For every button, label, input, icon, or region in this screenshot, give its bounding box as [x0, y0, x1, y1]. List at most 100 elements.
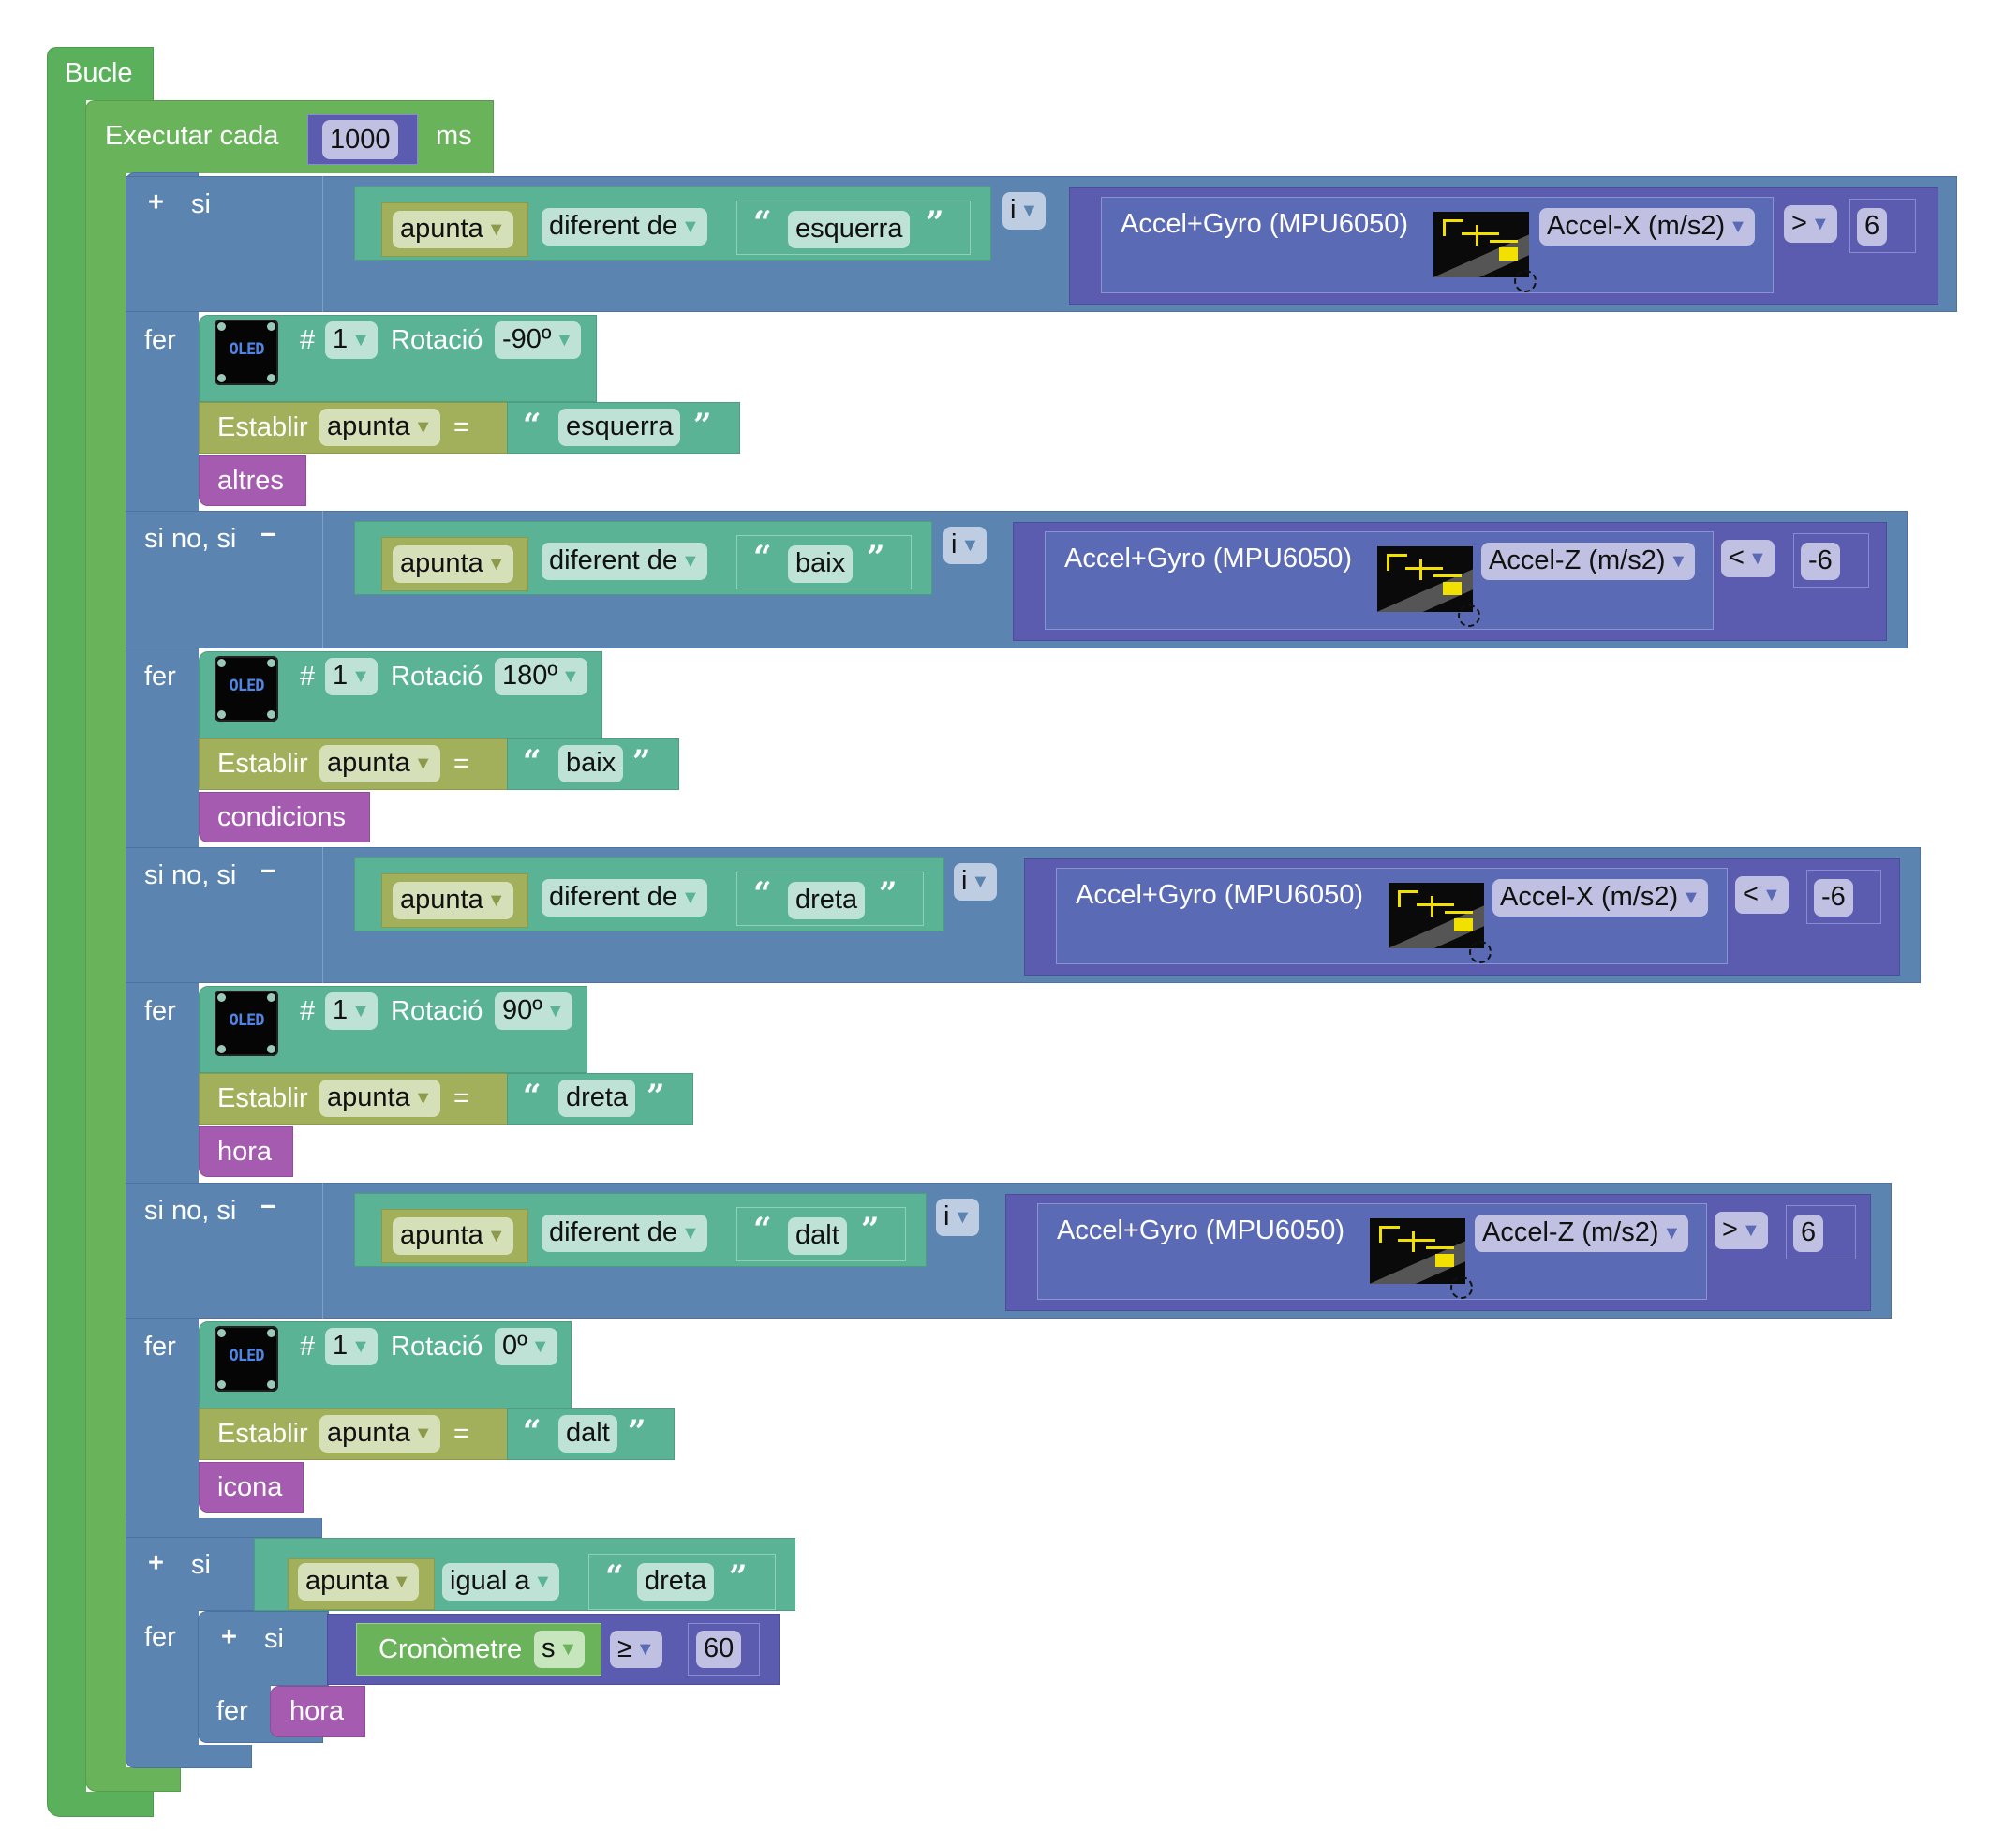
- plus-icon[interactable]: +: [148, 1548, 164, 1578]
- variable-dropdown[interactable]: apunta▼: [319, 745, 440, 782]
- operator-dropdown[interactable]: diferent de▼: [542, 879, 707, 917]
- dropdown-arrow-icon: ▼: [413, 1088, 433, 1109]
- procedure-call-hora[interactable]: hora: [199, 1126, 293, 1177]
- close-quote-icon: ”: [628, 1413, 646, 1451]
- number-input[interactable]: 6: [1857, 208, 1888, 246]
- axis-dropdown[interactable]: Accel-Z (m/s2)▼: [1481, 543, 1696, 580]
- rotate-icon: [1514, 270, 1537, 292]
- procedure-call-icona[interactable]: icona: [199, 1462, 304, 1513]
- variable-dropdown[interactable]: apunta▼: [393, 545, 513, 583]
- stopwatch-unit-dropdown[interactable]: s▼: [534, 1631, 586, 1668]
- display-number-dropdown[interactable]: 1▼: [325, 321, 378, 359]
- comparison-operator-dropdown-value: <: [1743, 879, 1759, 909]
- logic-operator-dropdown[interactable]: i▼: [954, 863, 998, 901]
- every-block[interactable]: [85, 100, 494, 173]
- rotation-dropdown[interactable]: 180º▼: [495, 658, 587, 695]
- axis-dropdown[interactable]: Accel-X (m/s2)▼: [1492, 879, 1708, 917]
- oled-display-icon: OLED: [215, 1326, 278, 1392]
- text-input[interactable]: esquerra: [788, 211, 911, 248]
- if-label: si: [191, 189, 211, 219]
- every-label: Executar cada: [105, 121, 279, 151]
- do-row: [126, 312, 199, 511]
- operator-dropdown[interactable]: diferent de▼: [542, 1215, 707, 1252]
- mpu6050-image-icon: [1389, 883, 1484, 948]
- text-input[interactable]: dalt: [788, 1217, 847, 1255]
- equals-label: =: [453, 749, 469, 779]
- oled-text: OLED: [229, 1347, 265, 1365]
- display-number-dropdown[interactable]: 1▼: [325, 992, 378, 1030]
- variable-dropdown[interactable]: apunta▼: [319, 1415, 440, 1453]
- text-input[interactable]: dreta: [558, 1080, 636, 1117]
- text-input[interactable]: baix: [788, 545, 854, 583]
- inner-if-block[interactable]: [198, 1611, 329, 1686]
- text-input[interactable]: dalt: [558, 1415, 617, 1453]
- display-number-dropdown[interactable]: 1▼: [325, 1328, 378, 1365]
- text-input[interactable]: esquerra: [558, 409, 681, 446]
- variable-dropdown[interactable]: apunta▼: [393, 1217, 513, 1255]
- comparison-operator-dropdown[interactable]: <▼: [1721, 540, 1775, 577]
- comparison-operator-dropdown-value: >: [1722, 1215, 1738, 1244]
- open-quote-icon: “: [523, 1413, 542, 1451]
- variable-dropdown[interactable]: apunta▼: [298, 1563, 419, 1601]
- dropdown-arrow-icon: ▼: [681, 551, 700, 572]
- operator-dropdown[interactable]: diferent de▼: [542, 208, 707, 246]
- number-input[interactable]: -6: [1814, 879, 1853, 917]
- dropdown-arrow-icon: ▼: [413, 753, 433, 774]
- rotation-dropdown-value: -90º: [502, 324, 552, 354]
- number-input[interactable]: 6: [1793, 1215, 1824, 1252]
- do-row: [126, 648, 199, 847]
- procedure-call-hora[interactable]: hora: [270, 1686, 365, 1737]
- comparison-operator-dropdown[interactable]: >▼: [1784, 205, 1837, 243]
- input-separator: [322, 511, 323, 648]
- sensor-label: Accel+Gyro (MPU6050): [1057, 1215, 1345, 1245]
- axis-dropdown[interactable]: Accel-Z (m/s2)▼: [1475, 1215, 1689, 1252]
- rotation-dropdown[interactable]: -90º▼: [495, 321, 582, 359]
- variable-dropdown[interactable]: apunta▼: [319, 1080, 440, 1117]
- if-block-cap: [126, 1518, 322, 1538]
- variable-dropdown[interactable]: apunta▼: [393, 882, 513, 919]
- logic-operator-dropdown[interactable]: i▼: [936, 1199, 980, 1236]
- plus-icon[interactable]: +: [221, 1622, 237, 1652]
- minus-icon[interactable]: −: [260, 857, 276, 887]
- logic-operator-dropdown[interactable]: i▼: [943, 527, 988, 564]
- mpu6050-image-icon: [1370, 1218, 1465, 1284]
- number-input[interactable]: -6: [1801, 543, 1840, 580]
- plus-icon[interactable]: +: [148, 187, 164, 217]
- rotation-dropdown[interactable]: 0º▼: [495, 1328, 557, 1365]
- loop-block[interactable]: [47, 47, 154, 100]
- dropdown-arrow-icon: ▼: [413, 417, 433, 438]
- variable-dropdown[interactable]: apunta▼: [393, 211, 513, 248]
- text-input[interactable]: baix: [558, 745, 624, 782]
- comparison-operator-dropdown[interactable]: <▼: [1735, 876, 1789, 914]
- if-block-2[interactable]: [126, 1537, 255, 1611]
- text-input[interactable]: dreta: [788, 882, 866, 919]
- variable-dropdown[interactable]: apunta▼: [319, 409, 440, 446]
- variable-dropdown-value: apunta: [327, 411, 410, 441]
- comparison-operator-dropdown[interactable]: >▼: [1715, 1212, 1768, 1249]
- display-number-dropdown[interactable]: 1▼: [325, 658, 378, 695]
- rotation-dropdown[interactable]: 90º▼: [495, 992, 572, 1030]
- operator-dropdown[interactable]: igual a▼: [442, 1563, 560, 1601]
- interval-input[interactable]: 1000: [322, 120, 398, 159]
- mpu6050-image-icon: [1377, 546, 1473, 612]
- minus-icon[interactable]: −: [260, 520, 276, 550]
- procedure-call-condicions[interactable]: condicions: [199, 792, 370, 842]
- axis-dropdown[interactable]: Accel-X (m/s2)▼: [1539, 208, 1755, 246]
- oled-text: OLED: [229, 677, 265, 695]
- logic-operator-dropdown[interactable]: i▼: [1002, 192, 1047, 230]
- minus-icon[interactable]: −: [260, 1192, 276, 1222]
- operator-dropdown[interactable]: diferent de▼: [542, 543, 707, 580]
- open-quote-icon: “: [605, 1558, 624, 1596]
- oled-display-icon: OLED: [215, 320, 278, 385]
- comparison-operator-dropdown[interactable]: ≥▼: [610, 1631, 662, 1668]
- operator-dropdown-value: diferent de: [549, 882, 678, 912]
- variable-dropdown-value: apunta: [400, 1220, 483, 1250]
- open-quote-icon: “: [523, 407, 542, 444]
- else-if-label: si no, si: [144, 860, 237, 890]
- do-label: fer: [216, 1696, 248, 1726]
- text-input[interactable]: dreta: [637, 1563, 715, 1601]
- else-if-label: si no, si: [144, 524, 237, 554]
- dropdown-arrow-icon: ▼: [681, 1223, 700, 1244]
- procedure-call-altres[interactable]: altres: [199, 455, 306, 506]
- number-input[interactable]: 60: [696, 1631, 742, 1668]
